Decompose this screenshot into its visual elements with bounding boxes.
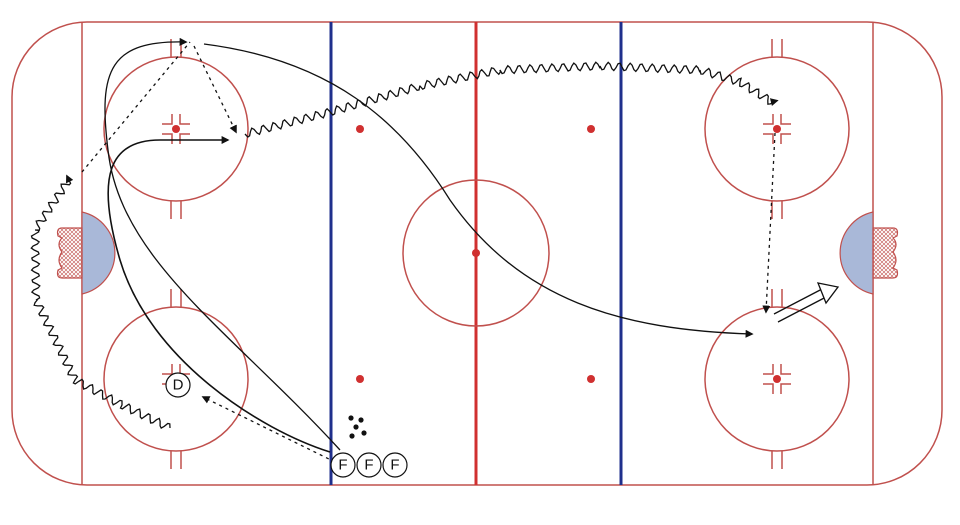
puck xyxy=(358,417,364,423)
goal-net-left xyxy=(56,227,83,279)
player-forward-1: F xyxy=(330,452,356,478)
neutral-dot-top-left xyxy=(356,125,364,133)
player-forward-3-label: F xyxy=(390,457,399,474)
pucks xyxy=(348,415,367,439)
drill-paths xyxy=(30,37,840,463)
pass-top-left-diag xyxy=(193,45,237,134)
player-forward-1-label: F xyxy=(338,457,347,474)
puck xyxy=(348,415,354,421)
center-faceoff-dot xyxy=(472,249,480,257)
skate-forward-to-top-left-circle xyxy=(107,136,331,453)
skate-with-puck-left-wall xyxy=(30,174,171,430)
skate-across-to-right-circle xyxy=(203,43,754,338)
pass-forward-to-defense xyxy=(201,396,336,463)
player-forward-3: F xyxy=(382,452,408,478)
neutral-dot-top-right xyxy=(587,125,595,133)
faceoff-circle-top-left xyxy=(103,39,249,219)
neutral-dot-bottom-left xyxy=(356,375,364,383)
neutral-dot-bottom-right xyxy=(587,375,595,383)
player-forward-2: F xyxy=(356,452,382,478)
skate-forward-up-left-wall xyxy=(104,37,341,451)
player-defense: D xyxy=(165,372,191,398)
goal-crease-left xyxy=(81,211,116,295)
goal-net-right xyxy=(872,227,899,279)
shot-on-goal-arrow xyxy=(773,282,840,323)
faceoff-circle-bottom-right xyxy=(704,289,850,469)
pass-left-up xyxy=(81,41,191,173)
puck xyxy=(353,424,359,430)
goal-crease-right xyxy=(839,211,874,295)
puck xyxy=(349,433,355,439)
center-circle xyxy=(402,179,550,327)
puck xyxy=(361,430,367,436)
player-defense-label: D xyxy=(173,377,184,394)
skate-with-puck-across-ice xyxy=(244,61,779,138)
pass-right-down xyxy=(762,132,776,314)
player-forward-2-label: F xyxy=(364,457,373,474)
faceoff-circle-top-right xyxy=(704,39,850,219)
